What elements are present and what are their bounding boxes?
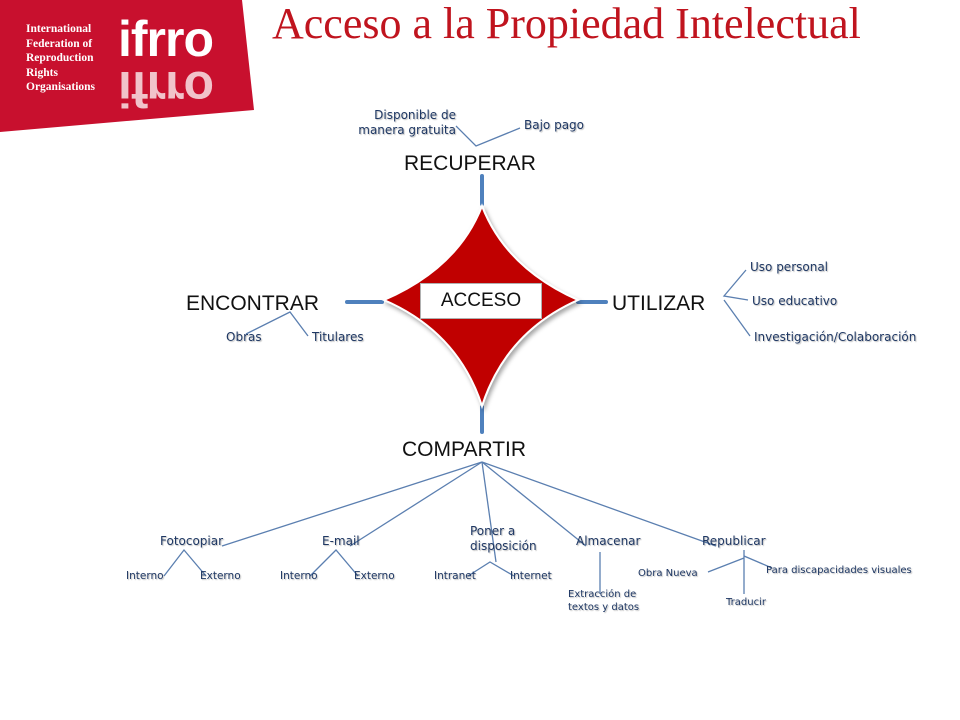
leaf-obras: Obras xyxy=(226,330,262,344)
branch-email-sub xyxy=(309,549,359,577)
leaf-intranet: Intranet xyxy=(434,570,476,582)
ifrro-logo-text: International Federation of Reproduction… xyxy=(26,22,95,95)
acceso-label: ACCESO xyxy=(420,283,542,319)
leaf-discapacidades-visuales: Para discapacidades visuales xyxy=(766,565,912,576)
branch-recuperar xyxy=(455,125,521,147)
leaf-disponible-gratuita: Disponible de manera gratuita xyxy=(358,108,456,137)
branch-lines xyxy=(163,125,773,594)
leaf-investigacion: Investigación/Colaboración xyxy=(754,330,917,344)
logo-line: Organisations xyxy=(26,81,96,93)
leaf-almacenar: Almacenar xyxy=(576,534,641,548)
branch-poner-sub xyxy=(467,561,515,577)
banner-shape xyxy=(0,0,254,132)
branch-fotocopiar xyxy=(221,461,483,547)
branch-utilizar-1 xyxy=(722,269,749,301)
leaf-fotocopiar-externo: Externo xyxy=(200,570,241,582)
branch-obra-nueva xyxy=(707,557,745,573)
main-connectors xyxy=(345,174,608,434)
header-banner xyxy=(0,0,254,132)
page-title: Acceso a la Propiedad Intelectual xyxy=(272,0,861,48)
branch-almacenar xyxy=(481,461,587,547)
leaf-traducir: Traducir xyxy=(726,597,766,608)
leaf-email: E-mail xyxy=(322,534,360,548)
ifrro-logo-mark: ifrro xyxy=(118,11,214,67)
node-compartir: COMPARTIR xyxy=(402,438,527,461)
leaf-obra-nueva: Obra Nueva xyxy=(638,568,698,579)
branch-poner xyxy=(481,461,497,563)
leaf-fotocopiar-interno: Interno xyxy=(126,570,164,582)
node-encontrar: ENCONTRAR xyxy=(186,292,320,315)
leaf-fotocopiar: Fotocopiar xyxy=(160,534,224,548)
logo-line: Rights xyxy=(26,66,58,79)
leaf-internet: Internet xyxy=(510,570,552,582)
branch-discapacidades xyxy=(743,555,773,569)
leaf-uso-personal: Uso personal xyxy=(750,260,829,274)
leaf-titulares: Titulares xyxy=(312,330,364,344)
logo-line: Federation of xyxy=(26,37,93,50)
leaf-republicar: Republicar xyxy=(702,534,766,548)
logo-line: International xyxy=(26,23,92,35)
branch-utilizar-2 xyxy=(723,299,751,337)
branch-encontrar xyxy=(245,311,309,337)
node-utilizar: UTILIZAR xyxy=(612,292,706,315)
node-recuperar: RECUPERAR xyxy=(404,152,536,175)
leaf-email-externo: Externo xyxy=(354,570,395,582)
branch-email xyxy=(349,461,483,547)
leaf-bajo-pago: Bajo pago xyxy=(524,118,585,132)
branch-republicar xyxy=(481,461,717,547)
branch-fotocopiar-sub xyxy=(163,548,207,577)
leaf-extraccion: Extracción de textos y datos xyxy=(568,589,640,613)
leaf-uso-educativo: Uso educativo xyxy=(752,294,838,308)
logo-line: Reproduction xyxy=(26,52,94,64)
leaf-poner-disposicion: Poner a disposición xyxy=(470,524,537,553)
leaf-email-interno: Interno xyxy=(280,570,318,582)
